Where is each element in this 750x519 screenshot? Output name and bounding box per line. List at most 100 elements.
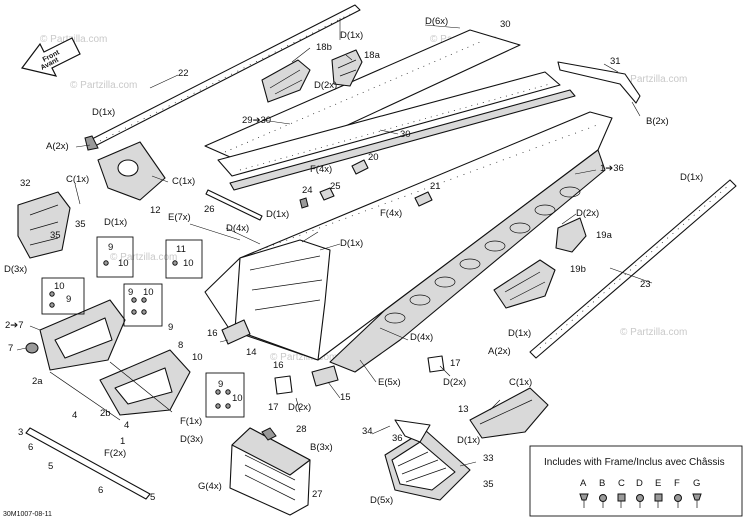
- callout-10: 10: [232, 393, 243, 404]
- part-23-rail: [529, 179, 737, 359]
- callout-b2x: B(2x): [646, 116, 669, 127]
- callout-18b: 18b: [316, 42, 332, 53]
- callout-4: 4: [72, 410, 77, 421]
- part-13-bracket: [469, 387, 549, 439]
- watermark: © Partzilla.com: [70, 80, 137, 91]
- part-18-brackets: [261, 49, 363, 103]
- callout-d2x: D(2x): [576, 208, 599, 219]
- part-26-rod: [205, 189, 263, 221]
- callout-a2x: A(2x): [488, 346, 511, 357]
- callout-c1x: C(1x): [509, 377, 532, 388]
- part-12-bracket: [97, 141, 166, 201]
- callout-b3x: B(3x): [310, 442, 333, 453]
- callout-19a: 19a: [596, 230, 613, 241]
- callout-35: 35: [75, 219, 86, 230]
- callout-9: 9: [128, 287, 133, 298]
- callout-2a: 2a: [32, 376, 43, 387]
- callout-4: 4: [124, 420, 129, 431]
- callout-33: 33: [483, 453, 494, 464]
- callout-g4x: G(4x): [198, 481, 222, 492]
- callout-12: 12: [150, 205, 161, 216]
- callout-16: 16: [207, 328, 218, 339]
- callout-32: 32: [20, 178, 31, 189]
- callout-11: 11: [176, 244, 186, 255]
- legend-items: A B C D E F G: [579, 478, 702, 508]
- callout-d1x: D(1x): [680, 172, 703, 183]
- callout-d5x: D(5x): [370, 495, 393, 506]
- callout-e5x: E(5x): [378, 377, 401, 388]
- callout-35: 35: [50, 230, 61, 241]
- part-32-bracket: [17, 191, 71, 259]
- part-19-brackets: [493, 217, 587, 309]
- callout-5: 5: [150, 492, 155, 503]
- callout-d1x: D(1x): [104, 217, 127, 228]
- hardware-icon: [599, 494, 607, 502]
- callout-d1x: D(1x): [340, 30, 363, 41]
- callout-22: 22: [178, 68, 189, 79]
- callout-6: 6: [28, 442, 33, 453]
- hardware-icon: [579, 493, 589, 501]
- callout-d3x: D(3x): [4, 264, 27, 275]
- front-arrow-badge: Front Avant: [20, 37, 81, 77]
- hardware-legend: Includes with Frame/Inclus avec Châssis …: [529, 445, 743, 517]
- callout-a2x: A(2x): [46, 141, 69, 152]
- part-33-bracket: [384, 419, 471, 501]
- callout-17: 17: [268, 402, 279, 413]
- legend-letter: C: [618, 478, 625, 489]
- legend-letter: A: [580, 478, 587, 489]
- legend-letter: E: [655, 478, 661, 489]
- callout-1-36: 1➔36: [600, 163, 624, 174]
- callout-9: 9: [108, 242, 113, 253]
- hardware-icon: [636, 494, 644, 502]
- callout-d1x: D(1x): [340, 238, 363, 249]
- watermark: © Partzilla.com: [620, 74, 687, 85]
- callout-labels: 22 18b 18a D(1x) D(6x) 30 D(2x) 31 B(2x)…: [3, 16, 703, 518]
- callout-18a: 18a: [364, 50, 381, 61]
- callout-24: 24: [302, 185, 313, 196]
- part-2-bumper-assembly: [25, 299, 191, 421]
- callout-2b: 2b: [100, 408, 111, 419]
- legend-letter: G: [693, 478, 700, 489]
- callout-29-30: 29➔30: [242, 115, 271, 126]
- part-31-bar: [557, 61, 641, 104]
- callout-d1x: D(1x): [92, 107, 115, 118]
- hardware-icon: [674, 494, 682, 502]
- callout-21: 21: [430, 181, 441, 192]
- callout-19b: 19b: [570, 264, 586, 275]
- callout-20: 20: [368, 152, 379, 163]
- callout-6: 6: [98, 485, 103, 496]
- small-plates: [221, 319, 445, 395]
- callout-34: 34: [362, 426, 373, 437]
- callout-36: 36: [392, 433, 403, 444]
- callout-d2x: D(2x): [288, 402, 311, 413]
- callout-23: 23: [640, 279, 651, 290]
- callout-f4x: F(4x): [310, 164, 332, 175]
- hardware-boxes: [41, 236, 245, 418]
- part-1-tunnel-frame: [204, 111, 613, 373]
- callout-3: 3: [18, 427, 23, 438]
- small-brackets: [299, 159, 433, 209]
- callout-17: 17: [450, 358, 461, 369]
- callout-d2x: D(2x): [314, 80, 337, 91]
- callout-f4x: F(4x): [380, 208, 402, 219]
- callout-2-7: 2➔7: [5, 320, 24, 331]
- watermark: © Partzilla.com: [40, 34, 107, 45]
- callout-16: 16: [273, 360, 284, 371]
- hardware-icon: [617, 493, 626, 502]
- callout-d1x: D(1x): [457, 435, 480, 446]
- callout-d3x: D(3x): [180, 434, 203, 445]
- watermark: © Partzilla.com: [620, 327, 687, 338]
- callout-d6x: D(6x): [425, 16, 448, 27]
- callout-c1x: C(1x): [172, 176, 195, 187]
- callout-d1x: D(1x): [508, 328, 531, 339]
- callout-13: 13: [458, 404, 469, 415]
- callout-10: 10: [143, 287, 154, 298]
- callout-9: 9: [168, 322, 173, 333]
- callout-27: 27: [312, 489, 323, 500]
- legend-letter: F: [674, 478, 680, 489]
- hardware-icon: [692, 493, 702, 501]
- callout-9: 9: [66, 294, 71, 305]
- callout-f2x: F(2x): [104, 448, 126, 459]
